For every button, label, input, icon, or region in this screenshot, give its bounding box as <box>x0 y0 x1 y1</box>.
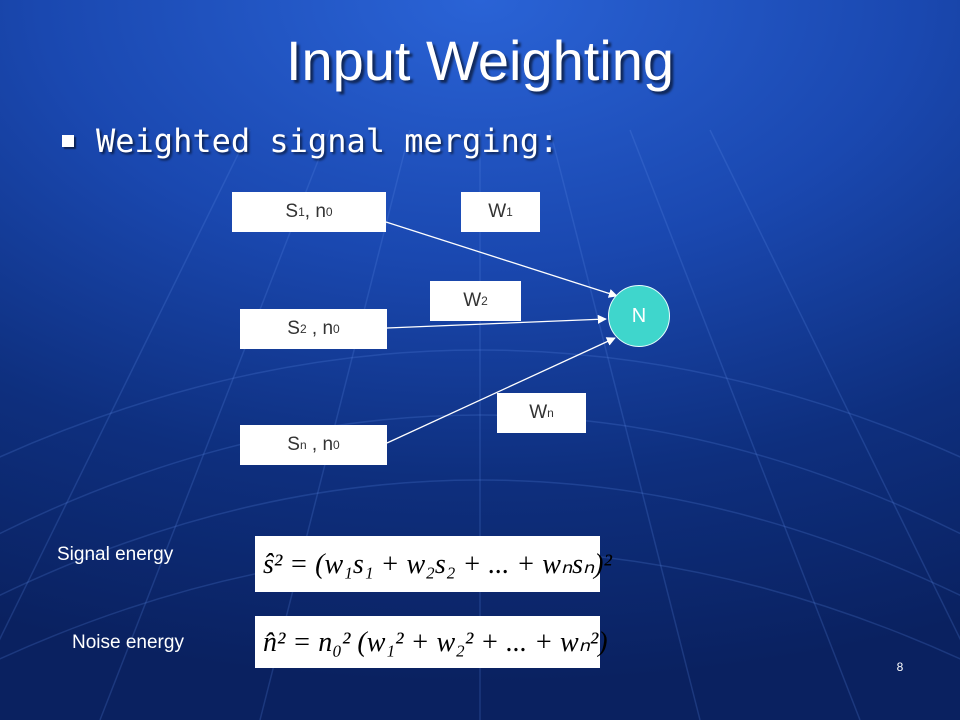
bullet-text: Weighted signal merging: <box>96 122 559 160</box>
signal-energy-label: Signal energy <box>57 544 174 565</box>
slide-title: Input Weighting <box>285 29 675 92</box>
bullet-item: Weighted signal merging: <box>62 122 558 160</box>
neuron-node: N <box>608 285 670 347</box>
arrow-input-1 <box>385 221 618 298</box>
arrow-input-n <box>386 337 616 444</box>
noise-energy-formula: n̂² = n₀² (w₁² + w₂² + ... + wₙ²) <box>255 616 608 668</box>
square-bullet-icon <box>62 135 74 147</box>
slide-number: 8 <box>896 660 904 674</box>
signal-energy-formula: ŝ² = (w₁s₁ + w₂s₂ + ... + wₙsₙ)² <box>255 536 612 592</box>
noise-energy-label: Noise energy <box>72 632 184 653</box>
arrow-input-2 <box>386 314 607 329</box>
